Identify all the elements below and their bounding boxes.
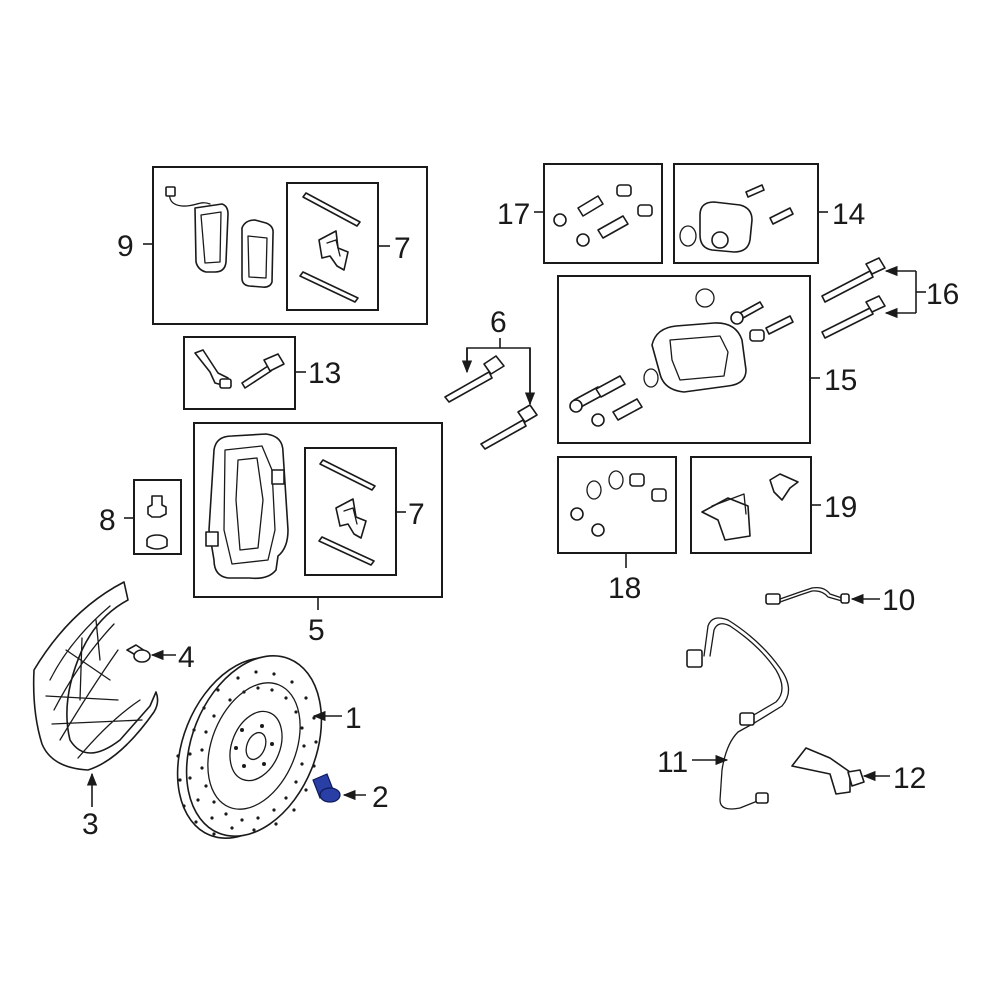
rear-caliper-group-15[interactable] bbox=[557, 275, 811, 444]
brake-pad bbox=[241, 219, 274, 288]
bracket-group-19[interactable] bbox=[690, 456, 812, 554]
callout-11: 11 bbox=[657, 746, 688, 779]
abs-sensor-harness-11[interactable] bbox=[686, 617, 790, 810]
callout-14: 14 bbox=[832, 198, 865, 231]
rear-caliper bbox=[651, 288, 747, 393]
callout-1: 1 bbox=[345, 702, 362, 735]
callout-4: 4 bbox=[178, 641, 195, 674]
callout-12: 12 bbox=[893, 762, 926, 795]
callout-17: 17 bbox=[497, 198, 530, 231]
callout-3: 3 bbox=[82, 808, 99, 841]
callout-16: 16 bbox=[926, 278, 959, 311]
pin-kit-group-17[interactable] bbox=[543, 163, 663, 264]
front-caliper-group-5[interactable] bbox=[193, 422, 443, 598]
callout-13: 13 bbox=[308, 357, 341, 390]
callout-19: 19 bbox=[824, 491, 857, 524]
callout-5: 5 bbox=[308, 614, 325, 647]
callout-9: 9 bbox=[117, 230, 134, 263]
callout-18: 18 bbox=[608, 572, 641, 605]
callout-8: 8 bbox=[99, 504, 116, 537]
caliper-bolts-6[interactable] bbox=[444, 355, 538, 450]
callout-6: 6 bbox=[490, 306, 507, 339]
hardware-kit-7-lower bbox=[318, 459, 376, 566]
seal-kit-group-18[interactable] bbox=[557, 456, 677, 554]
parking-brake-motor-group-14[interactable] bbox=[673, 163, 819, 264]
brake-pad-with-sensor bbox=[165, 186, 229, 273]
callout-7-upper: 7 bbox=[394, 232, 411, 265]
callout-10: 10 bbox=[882, 584, 915, 617]
front-caliper bbox=[205, 433, 289, 580]
bleeder-group-8[interactable] bbox=[133, 479, 182, 555]
hardware-kit-7-upper bbox=[299, 192, 361, 303]
callout-15: 15 bbox=[824, 364, 857, 397]
guide-bolts-16[interactable] bbox=[821, 257, 886, 339]
sensor-bracket-12[interactable] bbox=[791, 747, 865, 795]
shield-bolt-4[interactable] bbox=[126, 644, 151, 663]
callout-7-lower: 7 bbox=[408, 498, 425, 531]
brake-rotor-1[interactable] bbox=[152, 636, 346, 859]
wear-sensor-10[interactable] bbox=[765, 586, 850, 605]
splash-shield-3[interactable] bbox=[32, 581, 159, 771]
pad-kit-group-9[interactable] bbox=[152, 166, 428, 325]
rotor-screw-2-highlighted[interactable] bbox=[312, 773, 341, 803]
sensor-and-bolt-group-13[interactable] bbox=[183, 336, 296, 410]
callout-2: 2 bbox=[372, 781, 389, 814]
